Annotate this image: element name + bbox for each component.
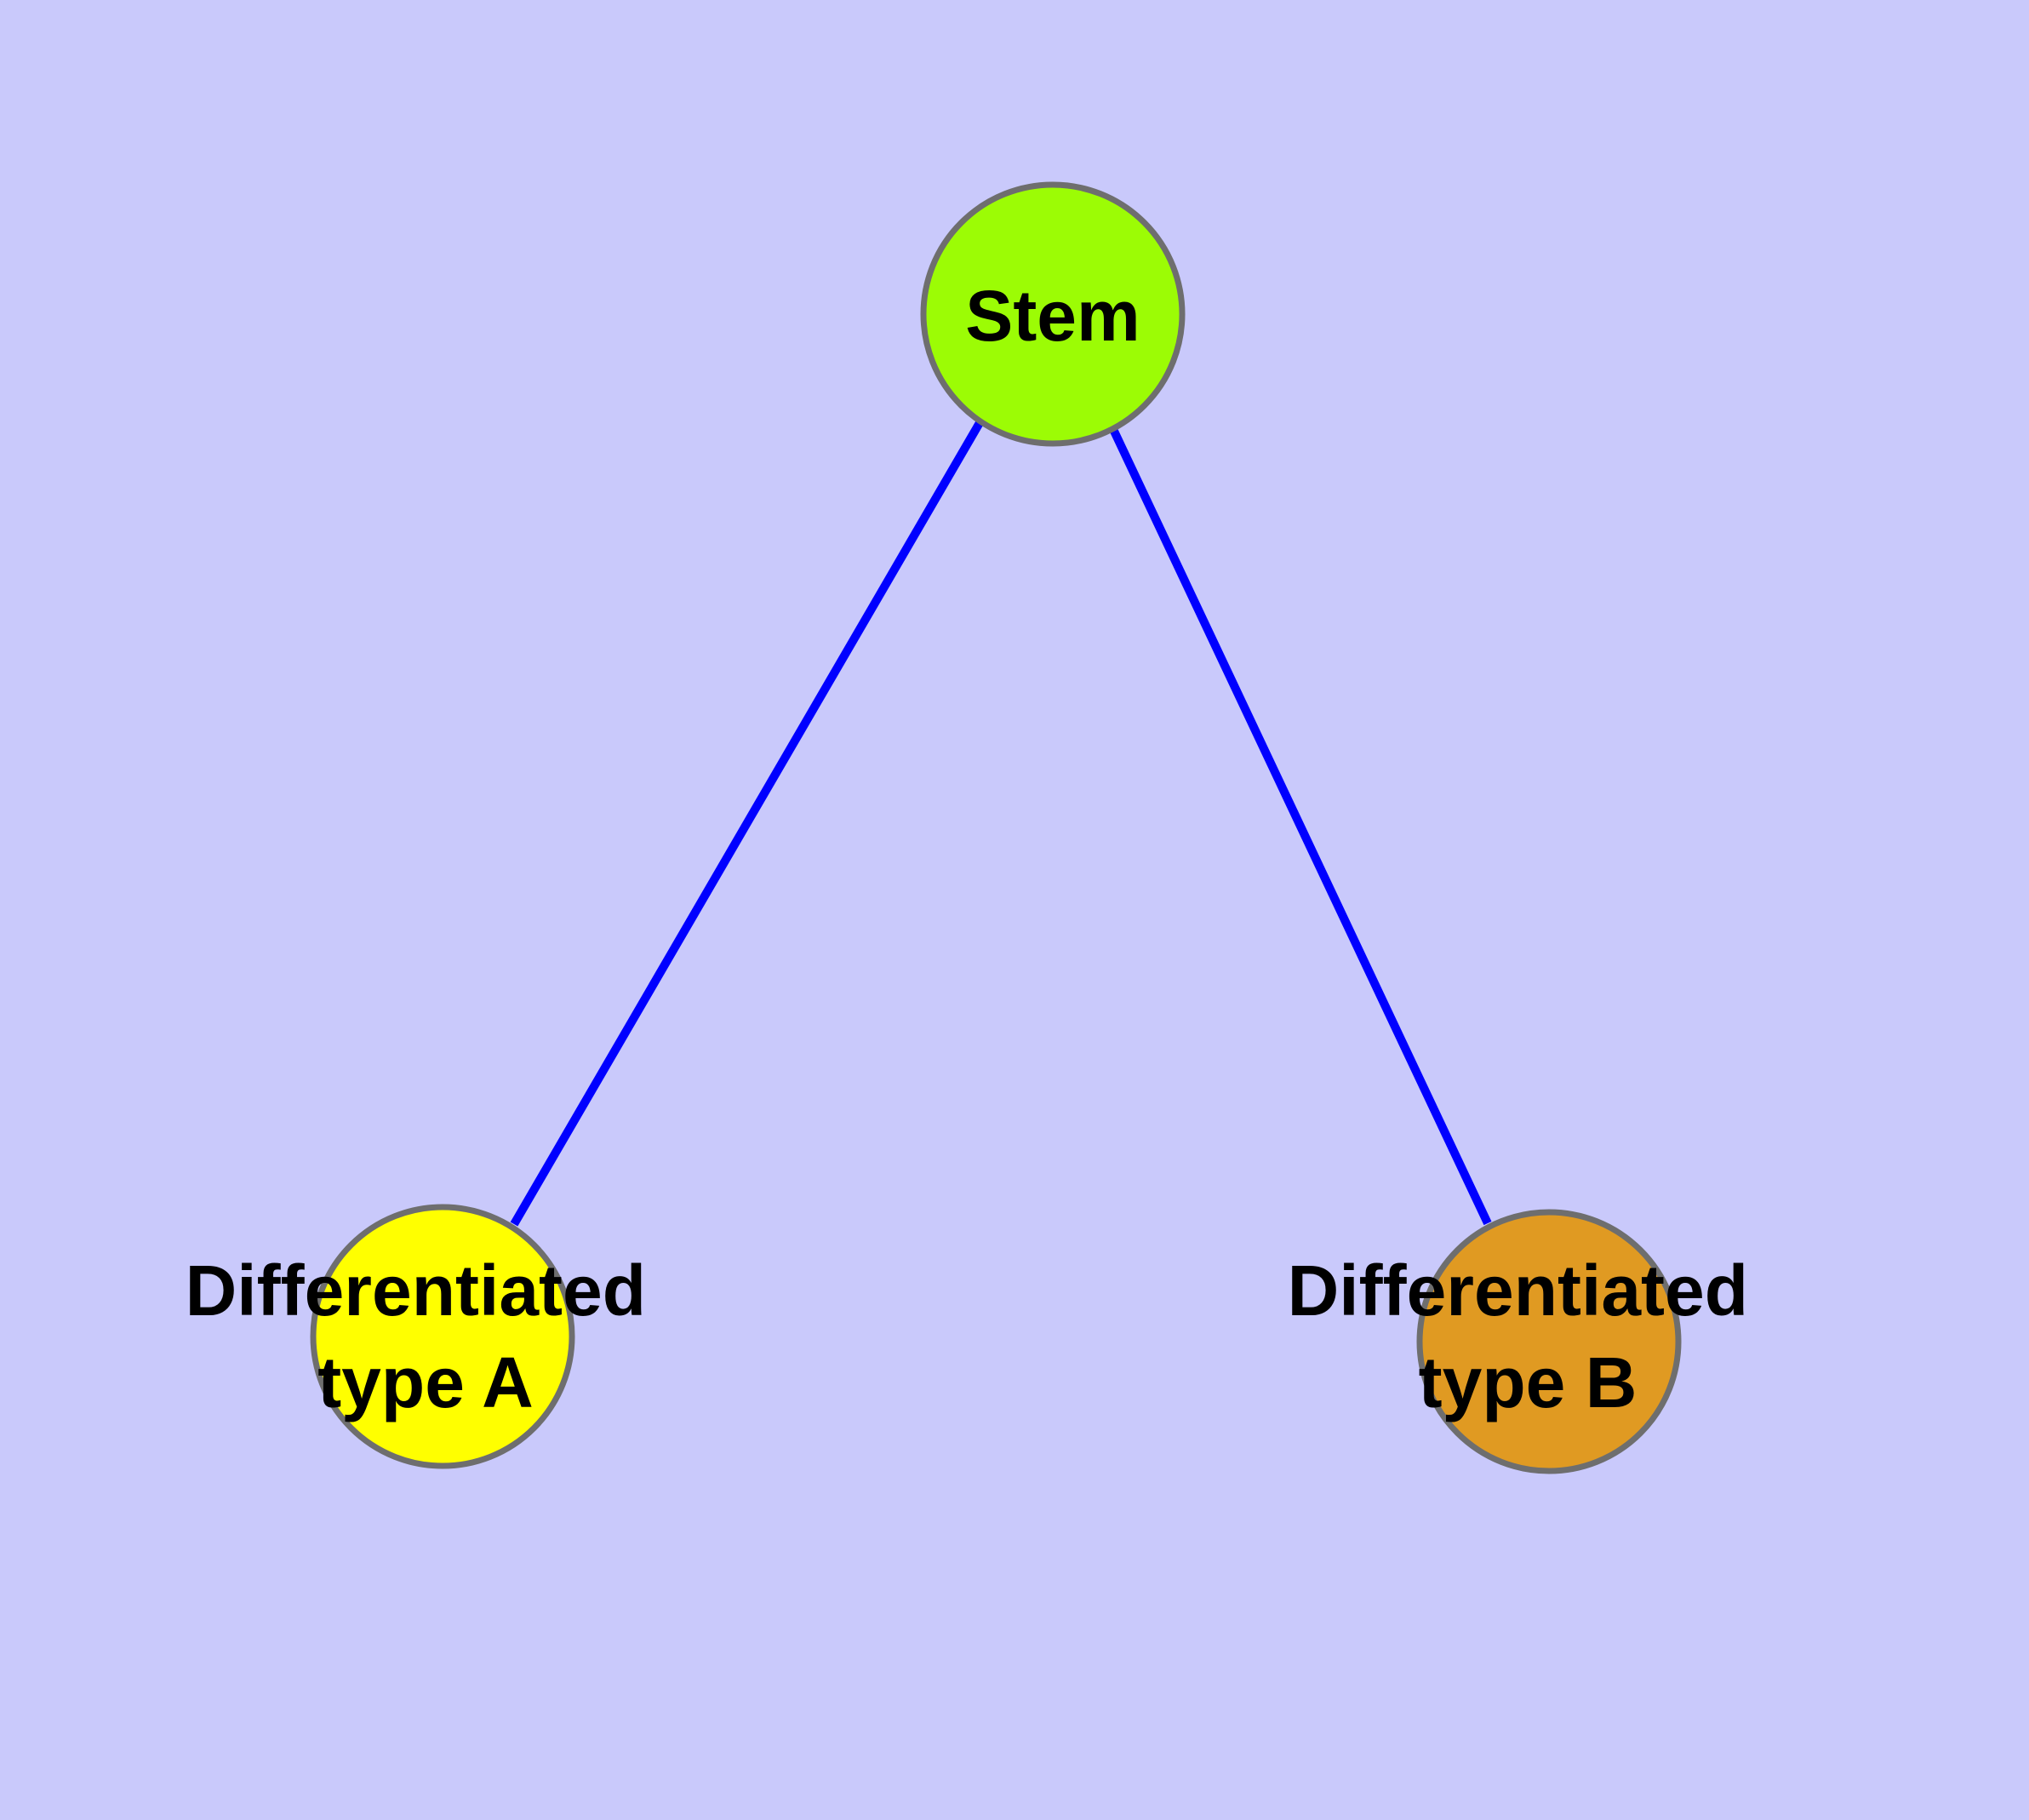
edges-layer [510, 419, 1492, 1227]
node-differentiated-type-b-circle[interactable] [1416, 1209, 1682, 1474]
edge-stem-to-diff-a[interactable] [510, 419, 985, 1227]
nodes-layer [310, 181, 1682, 1474]
node-differentiated-type-a-label: Differentiated type A [186, 1251, 666, 1422]
edge-stem-to-diff-b[interactable] [1107, 423, 1492, 1226]
node-differentiated-type-b[interactable] [1416, 1209, 1682, 1474]
node-differentiated-type-b-label-line-1: type B [1419, 1342, 1637, 1422]
node-differentiated-type-b-label: Differentiated type B [1288, 1251, 1769, 1422]
node-stem-label-line-0: Stem [965, 276, 1140, 356]
node-differentiated-type-a-label-line-0: Differentiated [186, 1251, 646, 1331]
node-differentiated-type-a-label-line-1: type A [317, 1342, 534, 1422]
node-stem-circle[interactable] [920, 181, 1186, 447]
node-differentiated-type-b-label-line-0: Differentiated [1288, 1251, 1748, 1331]
node-differentiated-type-a[interactable] [310, 1204, 575, 1469]
node-stem-label: Stem [965, 276, 1140, 356]
node-differentiated-type-a-circle[interactable] [310, 1204, 575, 1469]
labels-layer: Stem Differentiated type A Differentiate… [186, 276, 1769, 1422]
node-stem[interactable] [920, 181, 1186, 447]
